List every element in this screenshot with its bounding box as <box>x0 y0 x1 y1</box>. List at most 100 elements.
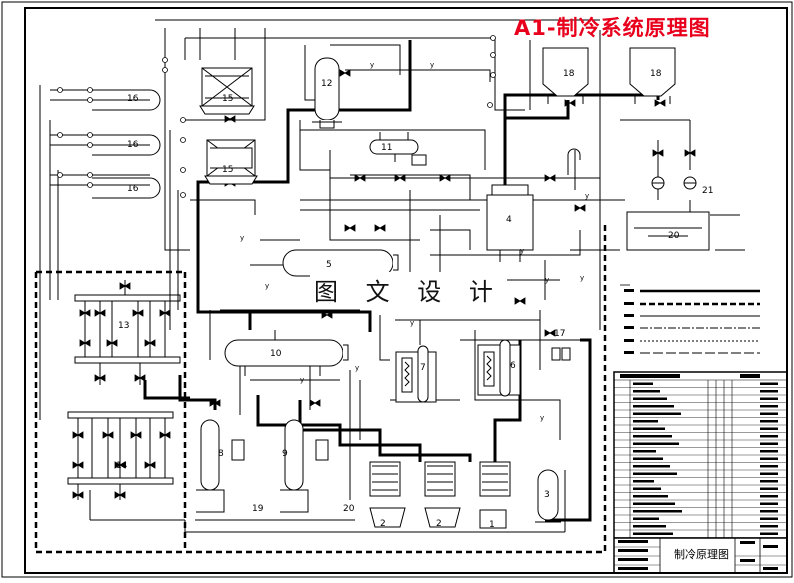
pipe-circles <box>57 35 496 198</box>
drawing-name: 制冷原理图 <box>674 548 729 561</box>
line-legend <box>620 284 760 354</box>
vessel-9 <box>280 419 329 513</box>
pipe-marker: y <box>430 61 434 69</box>
label-14: 14 <box>116 461 128 471</box>
parts-list-note <box>760 420 778 423</box>
parts-list-text <box>633 465 670 468</box>
vessel-8 <box>196 419 245 513</box>
parts-list-text <box>633 472 677 475</box>
label-8: 8 <box>218 449 224 459</box>
parts-list-note <box>760 532 778 535</box>
parts-list-note <box>760 495 778 498</box>
parts-list-text <box>633 435 672 438</box>
label-18: 18 <box>563 69 575 79</box>
vent-hook <box>567 148 581 175</box>
label-12: 12 <box>321 79 332 89</box>
receiver-10 <box>224 339 349 376</box>
label-13: 13 <box>118 321 129 331</box>
label-1: 1 <box>489 520 495 530</box>
parts-list-text <box>633 525 666 528</box>
parts-list-note <box>760 465 778 468</box>
exchanger-6 <box>477 339 521 397</box>
manifold-14 <box>67 411 174 500</box>
label-15: 15 <box>222 165 233 175</box>
pipe-marker: y <box>300 376 304 384</box>
label-18: 18 <box>650 69 662 79</box>
parts-list-text <box>633 532 673 535</box>
pipe-marker: y <box>240 234 244 242</box>
label-19: 19 <box>252 504 264 514</box>
parts-list-note <box>760 442 778 445</box>
label-16: 16 <box>127 140 139 150</box>
parts-list-text <box>633 450 656 453</box>
inner-frame <box>24 7 788 574</box>
label-20: 20 <box>668 231 680 241</box>
pipe-marker: y <box>355 364 359 372</box>
label-3: 3 <box>544 490 550 500</box>
label-21: 21 <box>702 186 713 196</box>
label-4: 4 <box>506 215 512 225</box>
pipe-markers: y y y y y y y y y y y y <box>240 61 589 422</box>
parts-list-note <box>760 412 778 415</box>
parts-list-note <box>760 480 778 483</box>
parts-list-text <box>633 510 682 513</box>
parts-list-note <box>760 510 778 513</box>
label-11: 11 <box>381 143 392 153</box>
tank-4 <box>486 184 534 262</box>
pipe-marker: y <box>520 247 524 255</box>
pipe-marker: y <box>580 274 584 282</box>
parts-list-note <box>760 382 778 385</box>
title-block <box>613 371 788 574</box>
parts-list-text <box>633 420 658 423</box>
tank-20 <box>626 211 710 251</box>
label-9: 9 <box>282 449 288 459</box>
vessel-12 <box>312 57 342 129</box>
pipe-marker: y <box>370 61 374 69</box>
parts-list-text <box>633 405 674 408</box>
exchanger-7 <box>395 345 437 403</box>
vessel-5 <box>282 249 399 277</box>
air-coolers-16 <box>92 89 161 199</box>
parts-list-note <box>760 427 778 430</box>
parts-list-text <box>633 457 663 460</box>
parts-list-note <box>760 502 778 505</box>
parts-list-note <box>760 390 778 393</box>
parts-list-text <box>633 382 653 385</box>
cooling-tower-15-a <box>199 67 255 115</box>
pumps-21 <box>651 176 697 190</box>
parts-list-text <box>633 487 661 490</box>
parts-list-note <box>760 397 778 400</box>
parts-list-note <box>760 405 778 408</box>
label-10: 10 <box>270 349 282 359</box>
filter-17 <box>551 347 571 361</box>
label-6: 6 <box>510 361 516 371</box>
parts-list-note <box>760 450 778 453</box>
label-15: 15 <box>222 94 233 104</box>
label-7: 7 <box>420 363 426 373</box>
pipe-marker: y <box>545 276 549 284</box>
parts-list-note <box>760 487 778 490</box>
parts-list-text <box>633 502 675 505</box>
parts-list-text <box>633 495 668 498</box>
valves <box>72 69 696 499</box>
dashed-loop <box>34 222 607 554</box>
compressor-units <box>369 461 511 529</box>
cooling-tower-15-b <box>204 139 258 185</box>
parts-list-text <box>633 390 660 393</box>
parts-list-text <box>633 412 681 415</box>
tanks-18 <box>542 47 676 104</box>
parts-list-note <box>760 472 778 475</box>
vessel-3 <box>535 469 561 523</box>
label-16: 16 <box>127 94 139 104</box>
thin-pipes <box>39 19 745 533</box>
diagram-title: A1-制冷系统原理图 <box>514 16 711 40</box>
parts-list-note <box>760 435 778 438</box>
parts-list-note <box>760 525 778 528</box>
component-labels: 1 2 2 3 4 5 6 7 8 9 10 11 12 13 14 15 15… <box>116 69 713 530</box>
pipe-marker: y <box>265 282 269 290</box>
parts-list-note <box>760 457 778 460</box>
label-2: 2 <box>380 519 386 529</box>
